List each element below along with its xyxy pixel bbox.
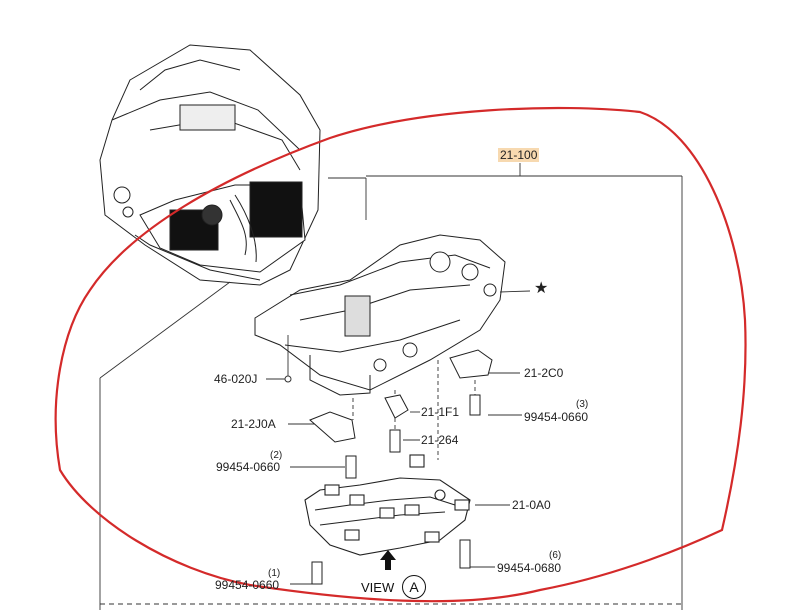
bolt-qty-1: (1) <box>268 568 281 579</box>
part-label-21-0A0[interactable]: 21-0A0 <box>512 498 551 512</box>
bolt-code-99454-0660-3[interactable]: 99454-0660 <box>524 410 589 424</box>
valve-body-illustration <box>254 234 506 396</box>
clip-marker-icon <box>284 375 292 383</box>
bolt-qty-2: (2) <box>270 450 283 461</box>
view-letter-circle[interactable]: A <box>402 575 426 599</box>
leader-lines <box>266 290 531 585</box>
bolt-2-icon <box>345 455 357 479</box>
bolt-code-99454-0660-1[interactable]: 99454-0660 <box>215 578 280 592</box>
part-label-21-2C0[interactable]: 21-2C0 <box>524 366 564 380</box>
group-ref-label[interactable]: 21-100 <box>498 148 540 162</box>
part-label-21-2J0A[interactable]: 21-2J0A <box>231 417 276 431</box>
bolt-3-icon <box>469 394 481 416</box>
bracket-21-2C0-part <box>449 349 493 379</box>
exploded-view-frame <box>99 163 683 610</box>
bolt-code-99454-0680-6[interactable]: 99454-0680 <box>497 561 562 575</box>
bolt-6-icon <box>459 539 471 569</box>
view-label: VIEW <box>361 580 395 595</box>
bolt-qty-3: (3) <box>576 399 589 410</box>
bolt-code-99454-0660-2[interactable]: 99454-0660 <box>216 460 281 474</box>
bolt-21-264-icon <box>389 429 401 453</box>
part-label-21-264[interactable]: 21-264 <box>421 433 459 447</box>
bolt-1-icon <box>311 561 323 585</box>
part-label-21-1F1[interactable]: 21-1F1 <box>421 405 460 419</box>
star-marker-icon: ★ <box>534 280 549 297</box>
red-annotation-circle <box>54 106 747 603</box>
sensor-21-1F1-part <box>384 394 409 419</box>
projection-lines <box>99 177 367 379</box>
part-label-46-020J[interactable]: 46-020J <box>214 372 258 386</box>
small-parts <box>309 349 493 585</box>
wiring-harness-illustration <box>304 454 471 556</box>
view-arrow-icon <box>380 550 396 570</box>
bracket-21-2J0A-part <box>309 411 356 443</box>
bolt-qty-6: (6) <box>549 550 562 561</box>
transmission-illustration <box>99 44 321 286</box>
